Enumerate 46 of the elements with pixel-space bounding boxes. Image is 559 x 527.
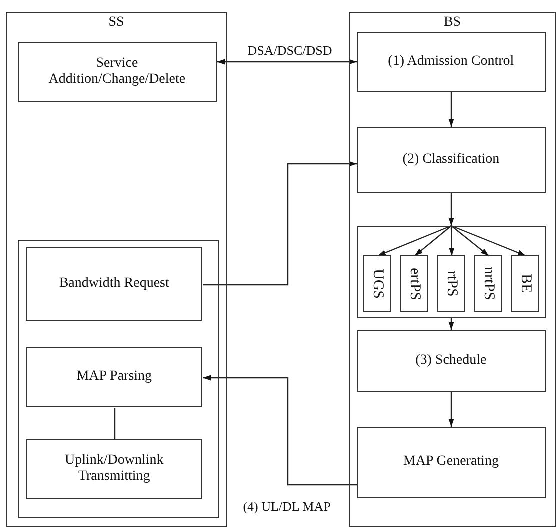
node-label: nrtPS [480,267,497,301]
connector-line [114,408,116,440]
station-panel [349,12,556,527]
process-box [18,42,217,102]
node-label: Uplink/Downlink Transmitting [64,453,165,486]
arrow [449,226,455,256]
arrow [414,226,452,256]
process-box [26,247,202,322]
node-label: UGS [368,268,386,299]
node-label: ertPS [406,268,423,300]
node-label: Service Addition/Change/Delete [48,56,187,88]
arrow [203,375,357,486]
arrow [448,392,454,427]
station-panel [6,12,227,527]
node-label: (2) Classification [402,152,500,168]
queue-box [474,255,502,312]
queue-box [511,255,540,312]
node-label: Bandwidth Request [59,276,170,292]
panel-heading: BS [444,15,462,31]
arrow [448,92,454,127]
arrow [448,318,454,330]
node-label: MAP Parsing [76,369,152,386]
process-box [26,439,202,500]
group-box [18,240,219,518]
queue-box [400,255,428,312]
panel-heading: SS [108,15,124,31]
process-box [356,32,546,92]
process-box [356,126,546,193]
process-box [356,426,546,498]
arrow [378,225,452,257]
arrow [451,226,490,256]
arrow [203,161,357,286]
node-label: rtPS [442,270,460,297]
queue-group-box [356,226,546,318]
arrow [217,59,357,65]
node-label: (1) Admission Control [388,54,514,70]
arrow [451,225,526,257]
process-box [26,347,202,408]
arrow [448,193,454,226]
queue-box [363,255,392,312]
node-label: BE [516,274,534,294]
queue-box [437,255,466,312]
node-label: MAP Generating [403,454,499,470]
node-label: (3) Schedule [416,352,487,369]
edge-label: (4) UL/DL MAP [242,499,332,515]
process-box [356,330,546,392]
